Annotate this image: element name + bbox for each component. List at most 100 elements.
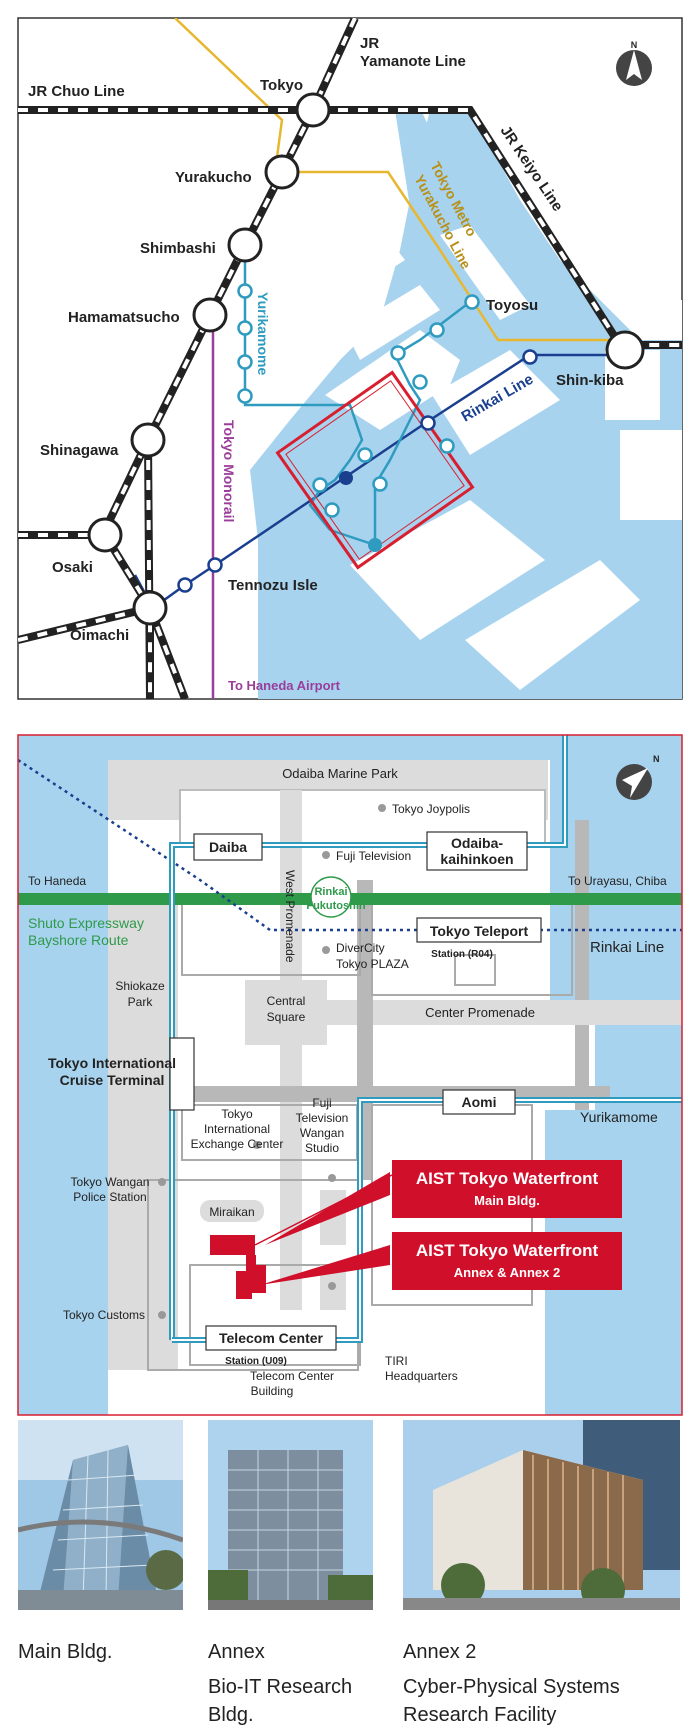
cruise-terminal-2: Cruise Terminal [60,1072,165,1088]
caption-annex2-sub-1: Cyber-Physical Systems [403,1676,620,1698]
label-shimbashi: Shimbashi [140,240,216,257]
north-label-detail: N [653,754,660,764]
photo-card-annex: Annex Bio-IT Research Bldg. [208,1420,373,1726]
label-central-square-1: Central [267,994,306,1008]
label-wangan-4: Studio [305,1141,339,1155]
odaiba-highlight [275,370,475,570]
label-police-1: Tokyo Wangan [71,1175,150,1189]
island [440,225,530,320]
station-aomi: Aomi [442,1089,516,1115]
label-tennozu: Tennozu Isle [228,577,318,594]
label-yurikamome: Yurikamome [255,292,271,375]
island [600,300,682,340]
yurikamome-line [329,528,376,547]
station-teleport-code: Station (R04) [431,949,493,960]
rinkai-fukutoshin-1: Rinkai [314,886,347,898]
main-building-photo [18,1420,183,1610]
label-tiri-2: Headquarters [385,1369,458,1383]
label-exchange-1: Tokyo [221,1107,253,1121]
label-center-promenade: Center Promenade [425,1005,535,1020]
label-to-haneda-airport: To Haneda Airport [228,678,341,693]
label-oimachi: Oimachi [70,627,129,644]
label-chuo-line: JR Chuo Line [28,83,125,100]
station-telecom-dot [368,538,382,552]
label-expressway-2: Bayshore Route [28,932,129,948]
photo-card-annex2: Annex 2 Cyber-Physical Systems Research … [403,1420,680,1726]
label-shinagawa: Shinagawa [40,442,119,459]
callout-annex: AIST Tokyo Waterfront Annex & Annex 2 [392,1232,622,1290]
callout-main-bldg: AIST Tokyo Waterfront Main Bldg. [392,1160,622,1218]
label-hamamatsucho: Hamamatsucho [68,309,180,326]
small-stations [177,283,538,593]
miraikan-building [200,1200,264,1222]
callout-main-title: AIST Tokyo Waterfront [416,1169,599,1188]
label-central-square-2: Square [267,1010,306,1024]
building-photos: Main Bldg. Annex Bio-IT Research [0,1420,700,1726]
photo-card-main: Main Bldg. [18,1420,183,1663]
rinkai-fukutoshin-badge: Rinkai Fukutoshin [306,876,366,918]
label-telecom-bldg-2: Building [251,1384,294,1398]
caption-annex-sub-1: Bio-IT Research [208,1676,353,1698]
label-rinkai-line: Rinkai Line [590,939,664,956]
callout-main-sub: Main Bldg. [474,1193,540,1208]
canal-water [395,108,440,240]
label-shinkiba: Shin-kiba [556,372,624,389]
label-tiri-1: TIRI [385,1354,408,1368]
station-telecom: Telecom Center Station (U09) [205,1325,337,1367]
caption-annex2-sub: Cyber-Physical Systems Research Facility [403,1673,620,1729]
caption-annex-sub: Bio-IT Research Bldg. [208,1673,352,1729]
label-shiokaze-1: Shiokaze [115,979,165,993]
station-aomi-label: Aomi [462,1094,497,1110]
label-wangan-1: Fuji [312,1096,331,1110]
island [350,500,545,640]
north-compass-icon-detail: N [616,754,660,800]
aist-annex-bldg [236,1255,266,1299]
aist-main-bldg [210,1235,255,1255]
station-teleport-dot [339,471,353,485]
callout-annex-sub: Annex & Annex 2 [454,1265,560,1280]
label-joypolis: Tokyo Joypolis [392,802,470,816]
major-stations [87,92,645,626]
callout-annex-title: AIST Tokyo Waterfront [416,1241,599,1260]
label-to-haneda: To Haneda [28,874,86,888]
label-exchange-3: Exchange Center [191,1137,284,1151]
rinkai-line-dotted [18,758,682,932]
overview-map: N JR Chuo Line JR Yamanote Line JR Keiyo… [17,17,683,700]
label-divercity-2: Tokyo PLAZA [336,957,409,971]
caption-annex2-sub-2: Research Facility [403,1704,557,1726]
station-daiba-label: Daiba [209,839,247,855]
rinkai-fukutoshin-2: Fukutoshin [306,900,366,912]
label-yurikamome: Yurikamome [580,1109,658,1125]
station-teleport: Tokyo Teleport Station (R04) [416,917,542,960]
label-monorail: Tokyo Monorail [221,420,237,522]
label-yurakucho: Yurakucho [175,169,252,186]
station-telecom-label: Telecom Center [219,1330,324,1346]
caption-annex2: Annex 2 [403,1641,477,1663]
label-shiokaze-2: Park [128,995,154,1009]
label-tokyo: Tokyo [260,77,303,94]
label-customs: Tokyo Customs [63,1308,145,1322]
label-wangan-2: Television [296,1111,349,1125]
label-marine-park: Odaiba Marine Park [282,766,398,781]
label-exchange-2: International [204,1122,270,1136]
station-teleport-label: Tokyo Teleport [430,923,529,939]
label-fuji-tv: Fuji Television [336,849,411,863]
yurikamome-line [243,245,364,531]
station-daiba: Daiba [193,833,263,861]
island [465,560,640,690]
caption-main: Main Bldg. [18,1641,113,1663]
label-police-2: Police Station [73,1190,146,1204]
label-yamanote-1: JR [360,35,379,52]
label-west-promenade: West Promenade [283,870,297,963]
label-expressway-1: Shuto Expressway [28,915,144,931]
station-telecom-code: Station (U09) [225,1356,287,1367]
cruise-terminal-1: Tokyo International [48,1055,176,1071]
label-telecom-bldg-1: Telecom Center [250,1369,334,1383]
annex-building-photo [208,1420,373,1610]
station-odaiba: Odaiba- kaihinkoen [426,831,528,871]
station-odaiba-2: kaihinkoen [440,851,513,867]
label-yamanote-2: Yamanote Line [360,53,466,70]
label-wangan-3: Wangan [300,1126,344,1140]
north-compass-icon: N [616,40,652,86]
label-to-urayasu: To Urayasu, Chiba [568,874,667,888]
